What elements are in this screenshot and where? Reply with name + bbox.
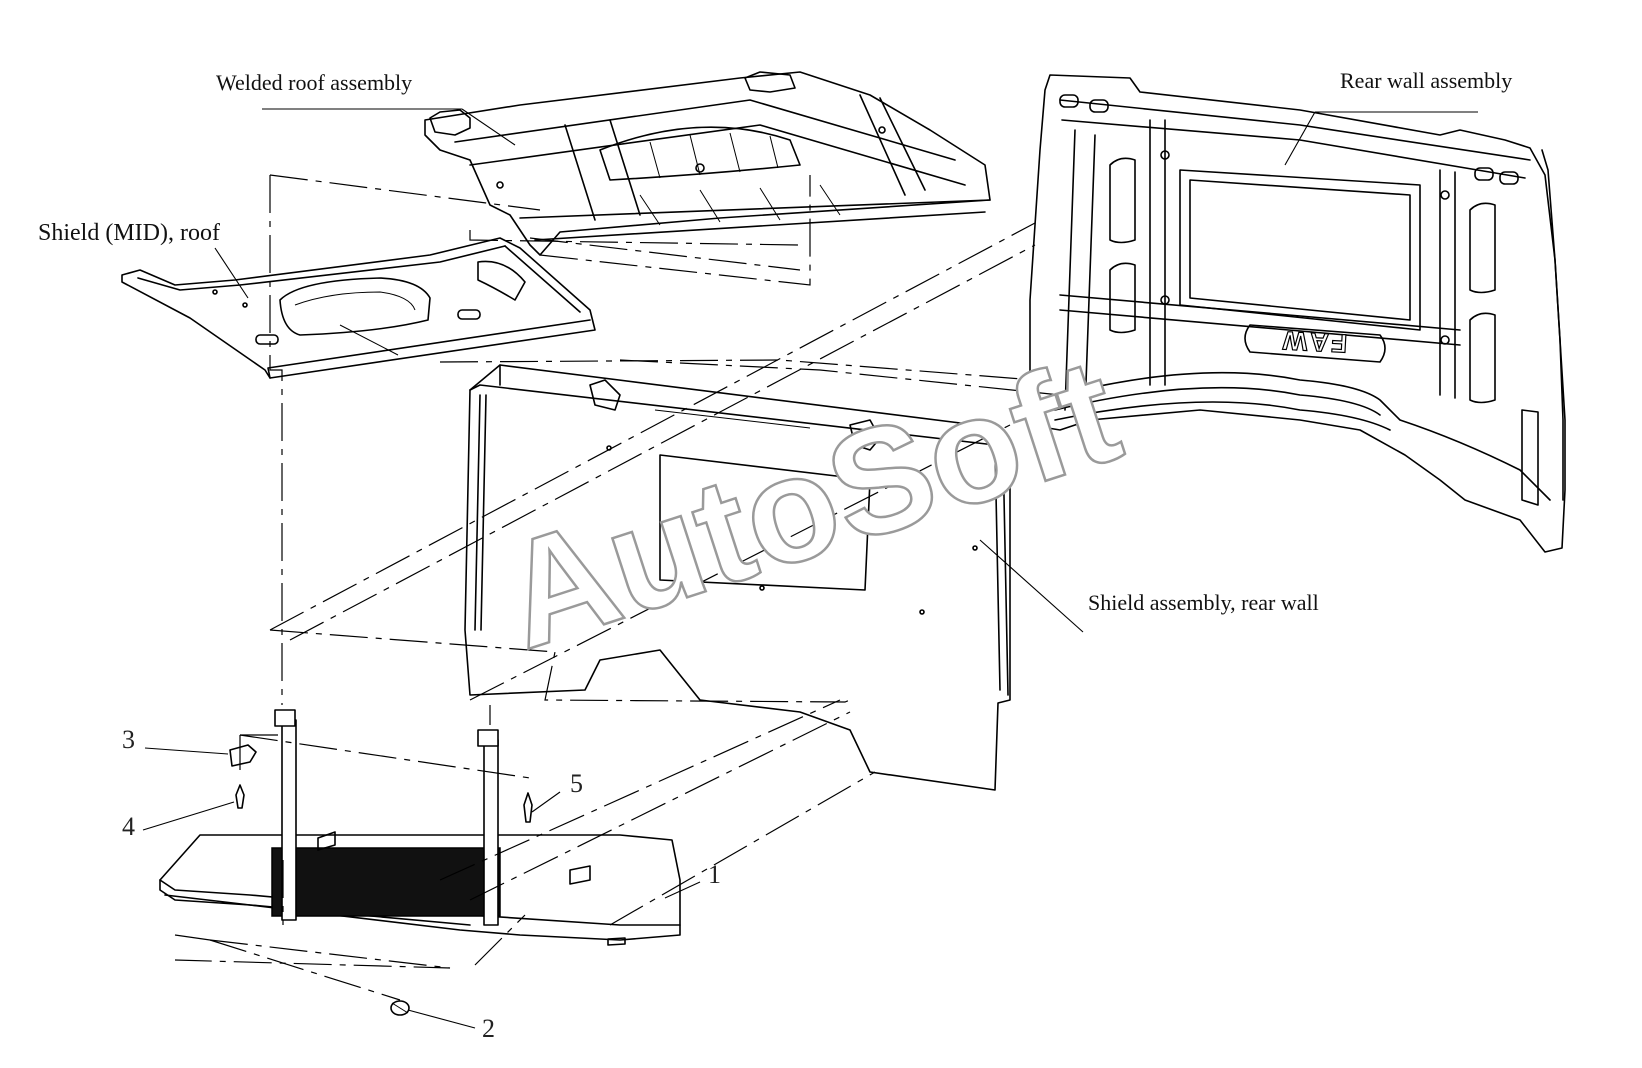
callout-5: 5 — [570, 769, 583, 798]
welded-roof-assembly-drawing — [424, 71, 991, 256]
callout-2: 2 — [482, 1014, 495, 1043]
label-shield-rear-wall: Shield assembly, rear wall — [1088, 590, 1319, 615]
leader-lines — [142, 108, 1478, 1029]
callout-1: 1 — [708, 860, 721, 889]
part-5-pin — [523, 792, 533, 823]
callout-4: 4 — [122, 812, 135, 841]
mesh-grille — [271, 847, 501, 917]
shield-mid-roof-drawing — [121, 237, 596, 379]
callout-3: 3 — [122, 725, 135, 754]
part-1-tray-drawing — [159, 709, 681, 946]
label-rear-wall-assembly: Rear wall assembly — [1340, 68, 1512, 93]
part-3-clip — [229, 744, 257, 767]
small-fasteners — [229, 744, 533, 1016]
assembly-guide-lines — [174, 174, 1061, 1001]
rear-wall-badge-text: FAW — [1278, 325, 1348, 359]
rear-wall-assembly-drawing: FAW — [1029, 74, 1566, 553]
shield-rear-wall-drawing — [464, 364, 1011, 791]
part-4-pin — [235, 784, 245, 809]
label-shield-mid-roof: Shield (MID), roof — [38, 220, 220, 246]
label-welded-roof-assembly: Welded roof assembly — [216, 70, 412, 95]
